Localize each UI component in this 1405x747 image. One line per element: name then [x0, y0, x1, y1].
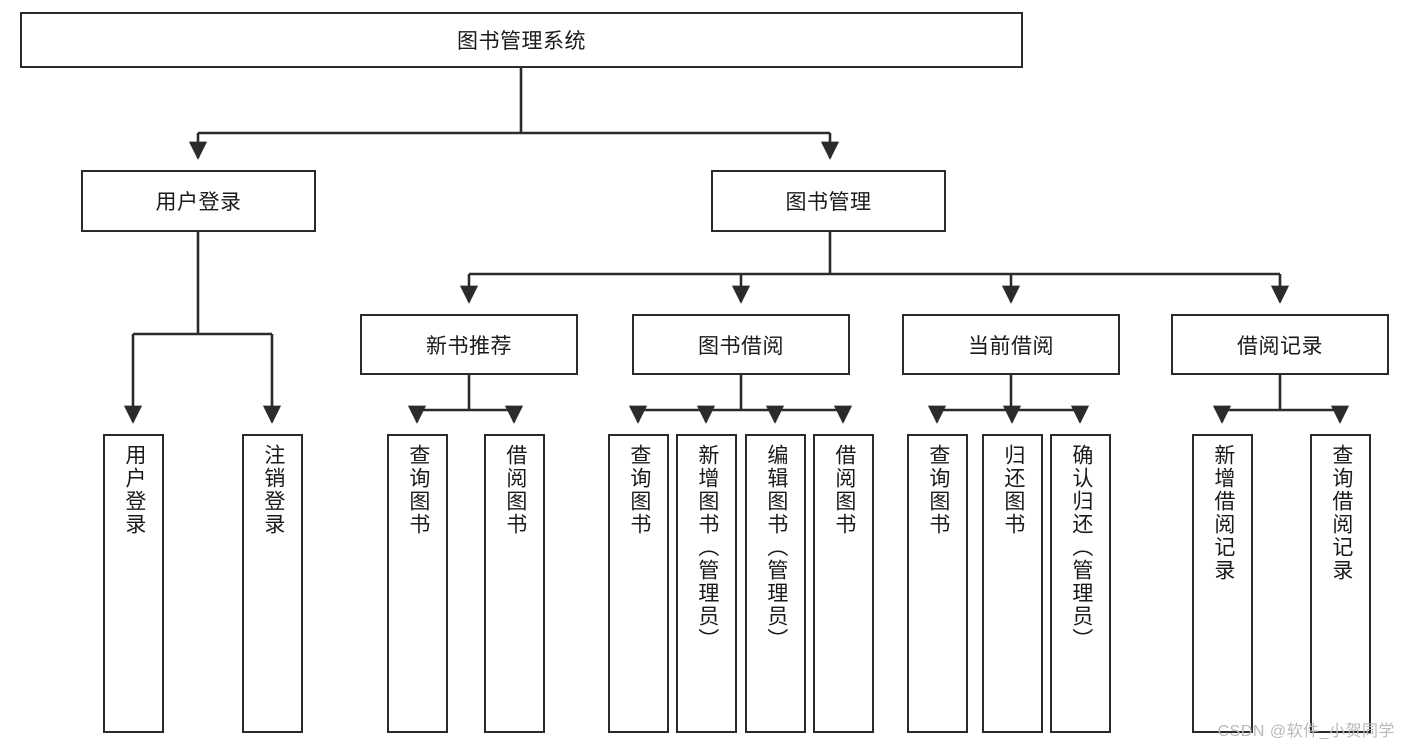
- node-leaf-query-record[interactable]: 查询借阅记录: [1310, 434, 1371, 733]
- node-new-book-rec-label: 新书推荐: [426, 334, 512, 358]
- node-leaf-borrow-book-1-label: 借阅图书: [503, 444, 527, 536]
- node-leaf-edit-book[interactable]: 编辑图书（管理员）: [745, 434, 806, 733]
- node-leaf-user-login[interactable]: 用户登录: [103, 434, 164, 733]
- node-leaf-return-book[interactable]: 归还图书: [982, 434, 1043, 733]
- node-new-book-rec[interactable]: 新书推荐: [360, 314, 578, 375]
- node-user-login-label: 用户登录: [155, 191, 242, 214]
- node-leaf-logout-label: 注销登录: [261, 444, 285, 536]
- node-leaf-borrow-book-1[interactable]: 借阅图书: [484, 434, 545, 733]
- node-borrow-record-label: 借阅记录: [1237, 334, 1323, 358]
- node-book-manage[interactable]: 图书管理: [711, 170, 946, 232]
- node-leaf-confirm-return-label: 确认归还（管理员）: [1069, 444, 1093, 651]
- node-leaf-confirm-return[interactable]: 确认归还（管理员）: [1050, 434, 1111, 733]
- node-book-borrow-label: 图书借阅: [698, 334, 784, 358]
- node-leaf-add-record[interactable]: 新增借阅记录: [1192, 434, 1253, 733]
- node-leaf-query-record-label: 查询借阅记录: [1329, 444, 1353, 582]
- node-root[interactable]: 图书管理系统: [20, 12, 1023, 68]
- node-leaf-query-book-1[interactable]: 查询图书: [387, 434, 448, 733]
- node-leaf-user-login-label: 用户登录: [122, 444, 146, 536]
- node-leaf-add-book[interactable]: 新增图书（管理员）: [676, 434, 737, 733]
- node-leaf-query-book-3[interactable]: 查询图书: [907, 434, 968, 733]
- node-leaf-query-book-2[interactable]: 查询图书: [608, 434, 669, 733]
- node-leaf-add-book-label: 新增图书（管理员）: [695, 444, 719, 651]
- node-book-borrow[interactable]: 图书借阅: [632, 314, 850, 375]
- node-leaf-query-book-2-label: 查询图书: [627, 444, 651, 536]
- node-leaf-borrow-book-2[interactable]: 借阅图书: [813, 434, 874, 733]
- node-book-manage-label: 图书管理: [785, 191, 872, 214]
- node-borrow-record[interactable]: 借阅记录: [1171, 314, 1389, 375]
- node-leaf-query-book-3-label: 查询图书: [926, 444, 950, 536]
- node-root-label: 图书管理系统: [457, 30, 586, 53]
- node-leaf-add-record-label: 新增借阅记录: [1211, 444, 1235, 582]
- node-current-borrow[interactable]: 当前借阅: [902, 314, 1120, 375]
- node-user-login[interactable]: 用户登录: [81, 170, 316, 232]
- node-leaf-borrow-book-2-label: 借阅图书: [832, 444, 856, 536]
- node-current-borrow-label: 当前借阅: [968, 334, 1054, 358]
- node-leaf-return-book-label: 归还图书: [1001, 444, 1025, 536]
- node-leaf-edit-book-label: 编辑图书（管理员）: [764, 444, 788, 651]
- node-leaf-logout[interactable]: 注销登录: [242, 434, 303, 733]
- node-leaf-query-book-1-label: 查询图书: [406, 444, 430, 536]
